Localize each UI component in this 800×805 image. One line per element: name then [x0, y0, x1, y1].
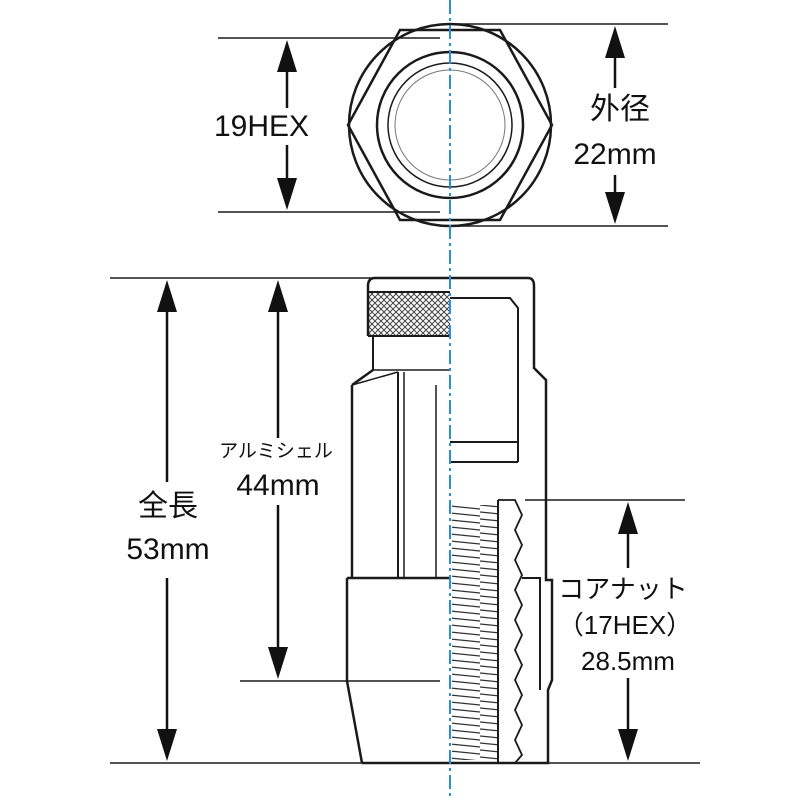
outer-diameter-label: 外径: [590, 93, 650, 126]
knurled-cap-pattern: [368, 292, 450, 336]
cap-outline: [366, 276, 450, 336]
taper-left-edge: [345, 680, 364, 764]
side-dimensions: [157, 280, 638, 761]
side-view: [110, 276, 700, 765]
total-length-value: 53mm: [126, 533, 210, 566]
core-thread-pattern: [452, 505, 498, 760]
core-nut-teeth: [498, 499, 524, 764]
outer-diameter-value: 22mm: [573, 138, 657, 171]
hex-size-label: 19HEX: [214, 110, 310, 143]
shell-section-outline: [450, 276, 554, 765]
total-length-label: 全長: [138, 490, 198, 523]
hex-dim-arrow-up: [277, 40, 297, 72]
shell-label: アルミシェル: [219, 441, 333, 462]
outer-dim-arrow-down: [605, 192, 625, 224]
shell-cavity-upper: [450, 297, 519, 443]
core-dim-arrow-down: [618, 729, 638, 761]
hex-dim-arrow-down: [277, 178, 297, 210]
total-dim-arrow-up: [157, 280, 177, 312]
core-nut-hex: （17HEX）: [557, 610, 693, 640]
shell-dim-arrow-down: [268, 647, 288, 679]
core-nut-step: [522, 577, 541, 690]
shell-dim-arrow-up: [268, 280, 288, 312]
top-dimensions: [277, 26, 625, 224]
hex-top-chamfer: [351, 371, 399, 386]
total-dim-arrow-down: [157, 729, 177, 761]
outer-dim-arrow-up: [605, 26, 625, 58]
core-nut-label: コアナット: [558, 574, 688, 604]
shell-length-value: 44mm: [236, 469, 320, 502]
core-dim-arrow-up: [618, 502, 638, 534]
core-nut-length-value: 28.5mm: [581, 646, 675, 676]
shoulder-left: [351, 368, 374, 387]
